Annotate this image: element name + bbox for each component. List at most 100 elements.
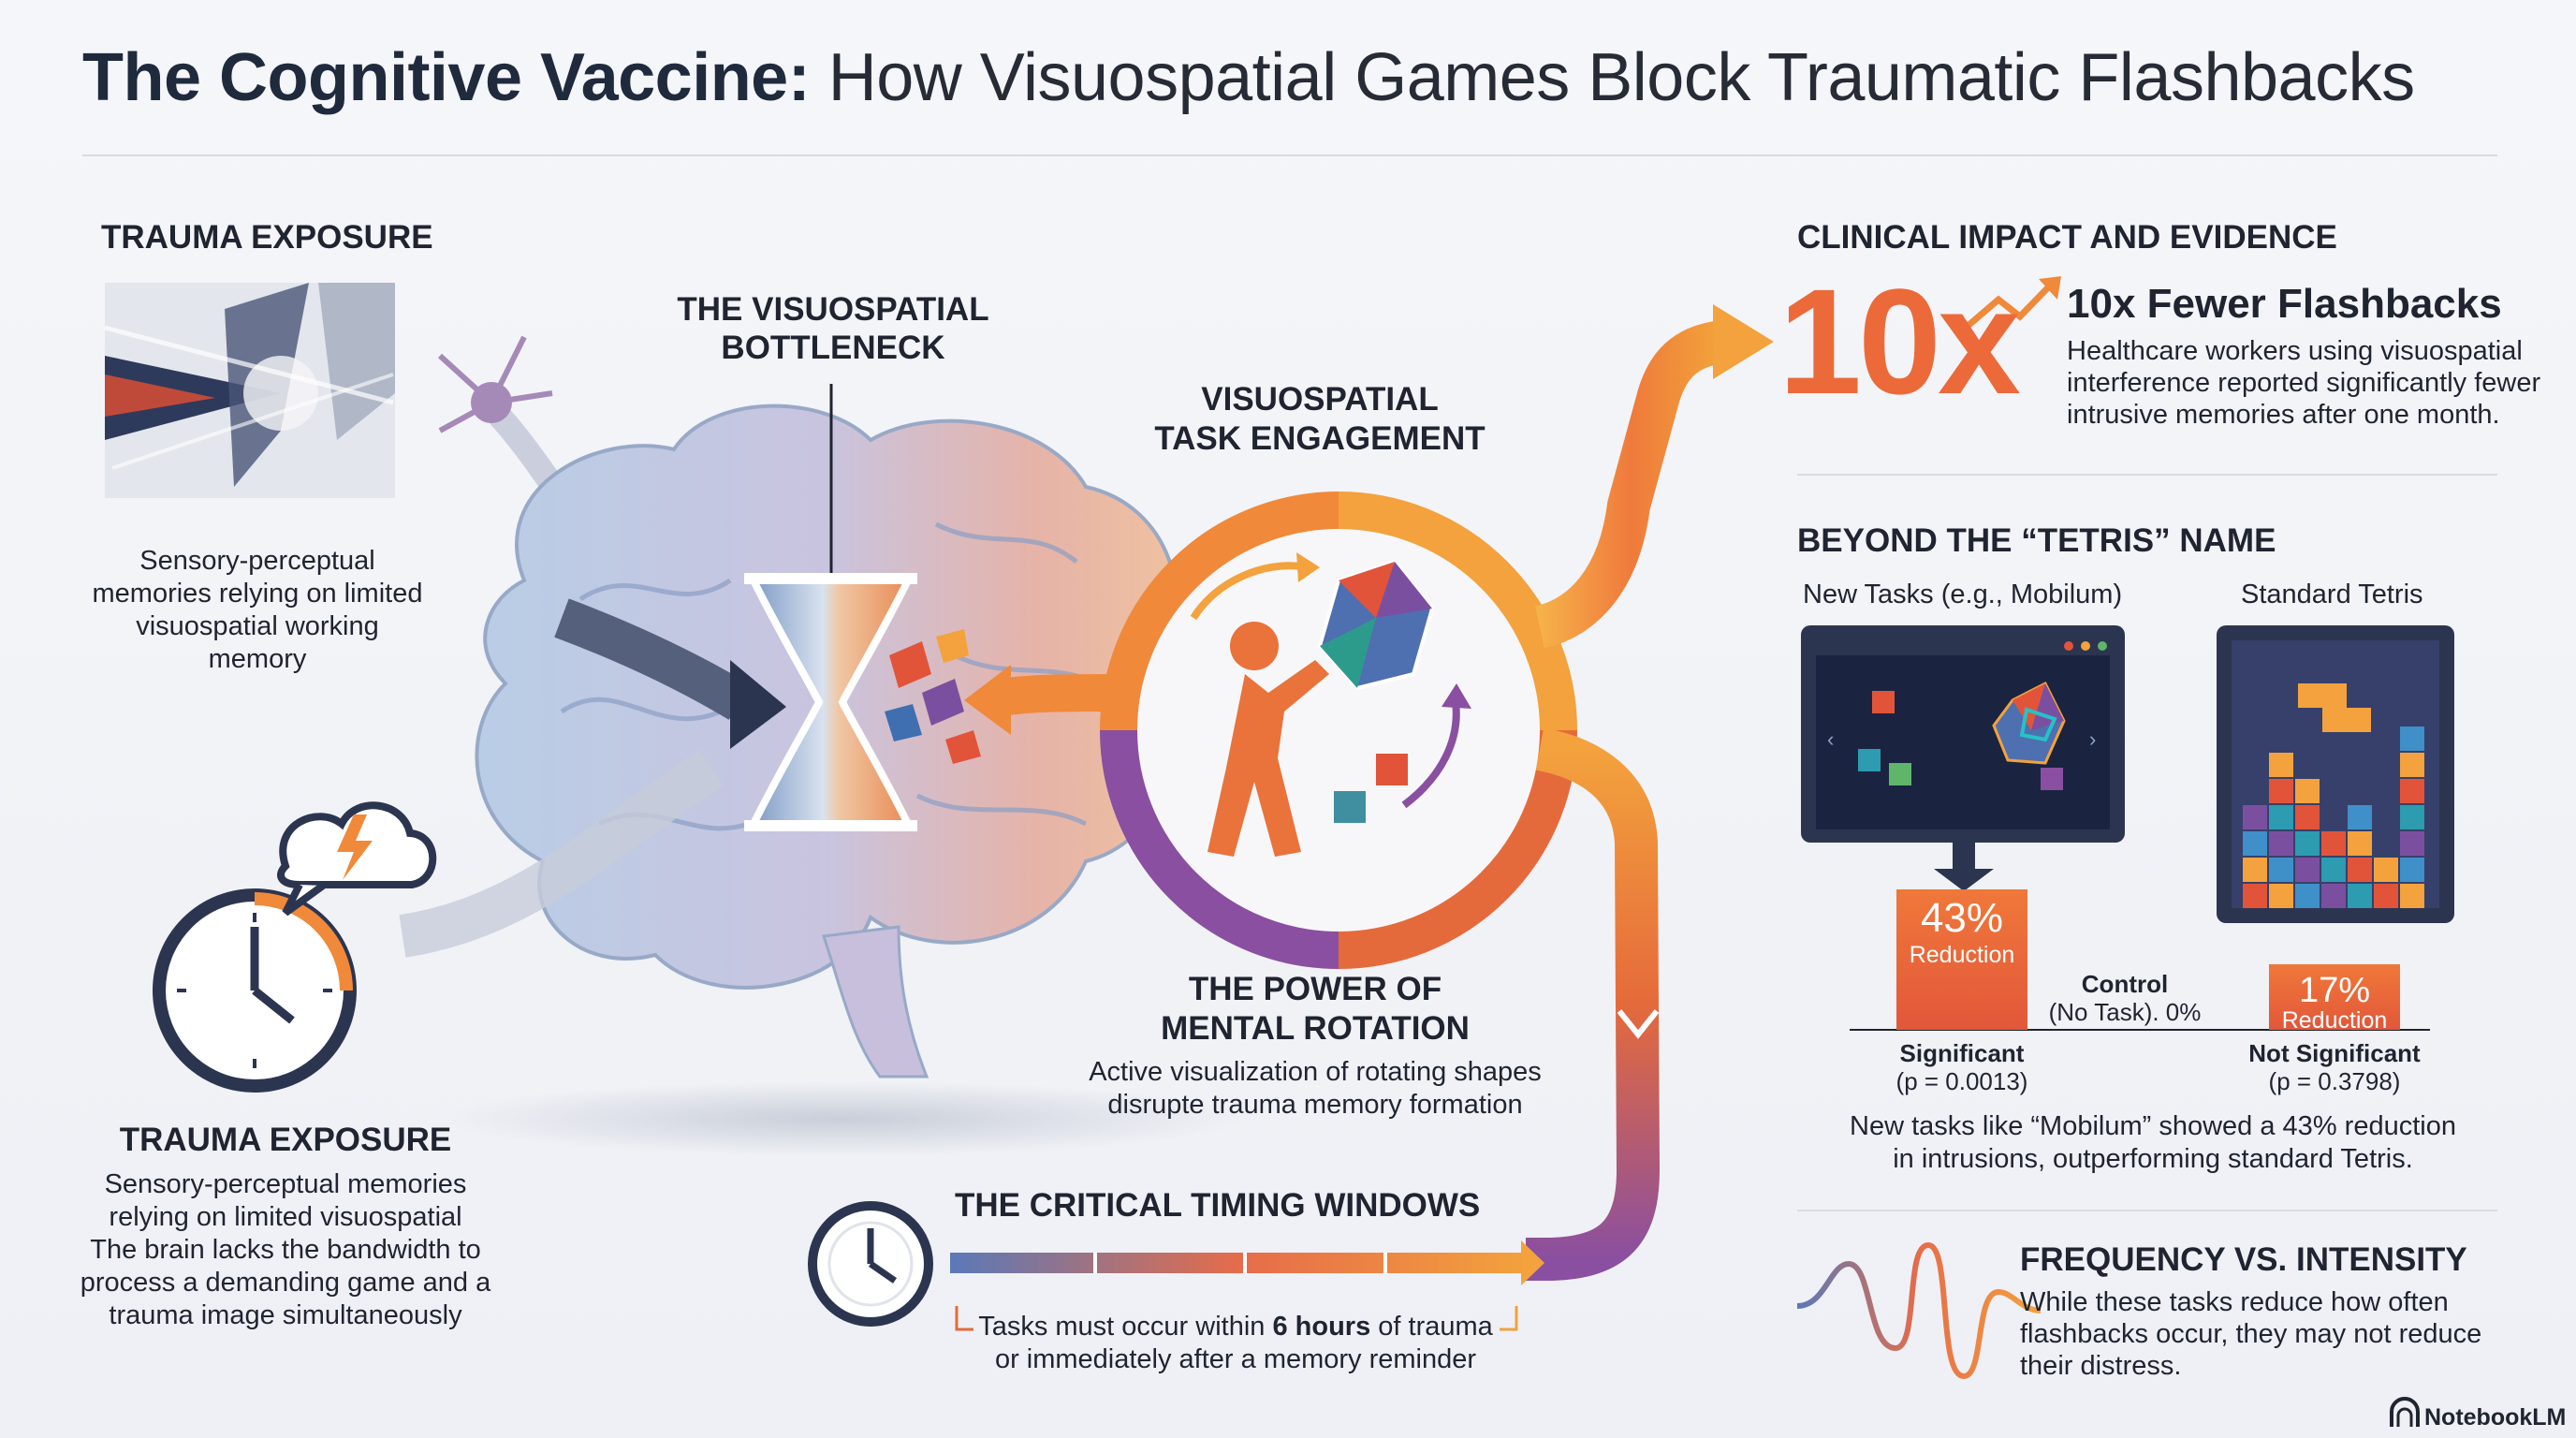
beyond-tetris-heading: BEYOND THE “TETRIS” NAME xyxy=(1797,522,2276,559)
trend-up-icon xyxy=(1963,276,2061,330)
tetris-block xyxy=(2269,831,2293,856)
impact-flow-arrow xyxy=(1526,304,1774,1281)
bar-mobilum xyxy=(1896,889,2027,1030)
bar-tetris xyxy=(2269,964,2400,1030)
mobilum-summary: New tasks like “Mobilum” showed a 43% re… xyxy=(1807,1110,2499,1176)
tetris-block xyxy=(2400,779,2424,803)
trauma-exposure-heading-bottom: TRAUMA EXPOSURE xyxy=(119,1122,452,1158)
text-line: Control xyxy=(2081,970,2169,998)
text-line: trauma image simultaneously xyxy=(109,1300,462,1330)
text-line: or immediately after a memory reminder xyxy=(994,1344,1477,1374)
frequency-body: While these tasks reduce how often flash… xyxy=(2020,1286,2481,1382)
tetris-block xyxy=(2400,805,2424,829)
text-line: The brain lacks the bandwidth to xyxy=(90,1235,481,1265)
significance-block: Not Significant(p = 0.3798) xyxy=(2213,1039,2456,1095)
tetris-block xyxy=(2321,831,2346,856)
tetris-block xyxy=(2400,726,2424,751)
tetris-stack xyxy=(2243,726,2424,908)
text-line: their distress. xyxy=(2020,1351,2182,1381)
trauma-exposure-heading-top: TRAUMA EXPOSURE xyxy=(101,219,433,256)
tetris-block xyxy=(2243,831,2267,856)
tetris-block xyxy=(2295,779,2320,803)
svg-text:›: › xyxy=(2089,727,2096,751)
tetris-block xyxy=(2348,831,2372,856)
tetris-block xyxy=(2400,858,2424,882)
significance-block: Significant(p = 0.0013) xyxy=(1840,1039,2084,1095)
bar-caption: Reduction xyxy=(1909,942,2015,968)
tetris-block xyxy=(2400,753,2424,777)
wave-icon xyxy=(1796,1241,2042,1380)
tetris-block xyxy=(2269,858,2293,882)
impact-heading: 10x Fewer Flashbacks xyxy=(2067,281,2502,327)
text-line: flashbacks occur, they may not reduce xyxy=(2020,1319,2482,1349)
text-line: While these tasks reduce how often xyxy=(2020,1287,2449,1317)
timing-heading: THE CRITICAL TIMING WINDOWS xyxy=(955,1187,1481,1224)
mobilum-screen-image: ‹ › xyxy=(1801,625,2125,891)
tetris-block xyxy=(2400,831,2424,856)
trauma-image xyxy=(104,283,395,498)
trauma-exposure-body-top: Sensory-perceptual memories relying on l… xyxy=(82,545,432,676)
tetris-block xyxy=(2374,858,2398,882)
title-divider xyxy=(82,154,2497,156)
text-line: intrusive memories after one month. xyxy=(2067,400,2500,430)
tetris-block xyxy=(2400,884,2424,908)
text-line: BOTTLENECK xyxy=(721,330,945,366)
tetris-block xyxy=(2243,858,2267,882)
section-divider xyxy=(1797,1210,2497,1211)
tetris-block xyxy=(2321,858,2346,882)
trauma-flow-arrow xyxy=(399,598,786,958)
standard-tetris-label: Standard Tetris xyxy=(2241,580,2423,609)
svg-text:‹: ‹ xyxy=(1827,727,1834,751)
bar-value-label: 43% xyxy=(1920,895,2004,941)
text-line: in intrusions, outperforming standard Te… xyxy=(1893,1144,2413,1174)
new-tasks-label: New Tasks (e.g., Mobilum) xyxy=(1803,580,2123,609)
text-line: visuospatial working xyxy=(136,611,379,641)
tetris-block xyxy=(2269,805,2293,829)
tetris-block xyxy=(2321,884,2346,908)
text-line: Sensory-perceptual memories xyxy=(104,1169,467,1199)
text-line: MENTAL ROTATION xyxy=(1161,1010,1470,1047)
text-line: New tasks like “Mobilum” showed a 43% re… xyxy=(1850,1111,2456,1141)
text-line: process a demanding game and a xyxy=(80,1268,491,1298)
text-segment: of trauma xyxy=(1370,1312,1493,1342)
timing-hours: 6 hours xyxy=(1272,1312,1371,1342)
text-line: relying on limited visuospatial xyxy=(109,1202,462,1232)
tetris-block xyxy=(2269,884,2293,908)
tetris-block xyxy=(2295,831,2320,856)
text-line: interference reported significantly fewe… xyxy=(2067,368,2541,398)
tetris-block xyxy=(2269,753,2293,777)
thought-cloud-icon xyxy=(277,801,437,917)
text-line: THE VISUOSPATIAL xyxy=(677,291,989,328)
tetris-block xyxy=(2269,779,2293,803)
text-line: Active visualization of rotating shapes xyxy=(1089,1057,1542,1087)
reduction-bar-chart xyxy=(1850,889,2430,1031)
timing-line-1: Tasks must occur within 6 hours of traum… xyxy=(964,1311,1507,1343)
bottleneck-heading: THE VISUOSPATIAL BOTTLENECK xyxy=(646,290,1020,367)
tetris-block xyxy=(2295,805,2320,829)
tetris-block xyxy=(2295,884,2320,908)
text-line: THE POWER OF xyxy=(1188,971,1442,1007)
clinical-impact-heading: CLINICAL IMPACT AND EVIDENCE xyxy=(1797,219,2337,256)
tetris-block xyxy=(2348,858,2372,882)
text-line: TASK ENGAGEMENT xyxy=(1154,420,1486,457)
mental-rotation-body: Active visualization of rotating shapes … xyxy=(1048,1056,1582,1122)
bar-value-label: 17% xyxy=(2298,971,2371,1010)
impact-body: Healthcare workers using visuospatial in… xyxy=(2067,335,2540,431)
text-line: disrupte trauma memory formation xyxy=(1107,1090,1523,1120)
tetris-block xyxy=(2295,858,2320,882)
section-divider xyxy=(1797,474,2497,476)
trauma-exposure-body-bottom: Sensory-perceptual memories relying on l… xyxy=(56,1168,515,1332)
timing-window xyxy=(950,1240,1544,1331)
timing-clock-icon xyxy=(808,1201,933,1327)
p-value-label: (p = 0.0013) xyxy=(1895,1067,2028,1095)
text-segment: Tasks must occur within xyxy=(978,1312,1273,1342)
text-line: Sensory-perceptual xyxy=(139,546,375,576)
bar-caption: Reduction xyxy=(2281,1007,2388,1034)
page-title: The Cognitive Vaccine: How Visuospatial … xyxy=(82,39,2415,116)
alarm-clock-icon xyxy=(153,888,357,1093)
title-rest: How Visuospatial Games Block Traumatic F… xyxy=(827,40,2415,115)
tetris-block xyxy=(2374,884,2398,908)
brand-label: NotebookLM xyxy=(2424,1404,2567,1431)
control-label: Control (No Task). 0% xyxy=(2041,970,2209,1026)
